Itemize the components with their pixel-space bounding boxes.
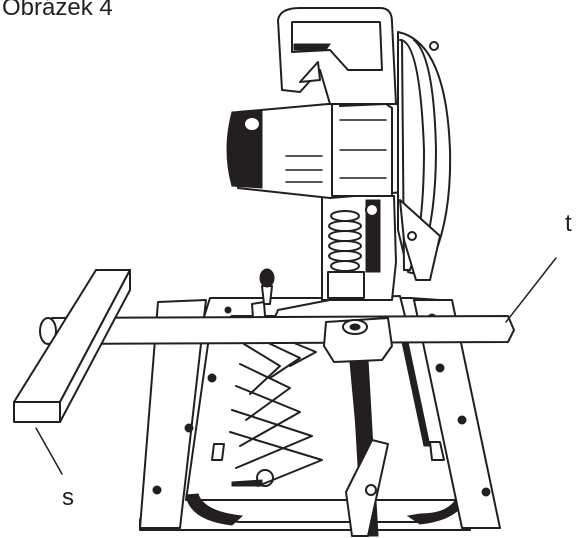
leader-lines [35,257,557,475]
callout-label-s: s [62,484,74,511]
return-spring [328,210,362,272]
callout-label-t: t [565,210,572,237]
figure-title: Obrázek 4 [2,0,113,21]
motor-housing [226,87,405,199]
table-grip-pattern [229,337,323,487]
support-block-s [13,269,131,423]
pivot-arm [321,195,397,301]
blade-guard [397,31,452,281]
workpiece-clamp [323,317,393,537]
lock-knob [259,268,275,305]
base-plate [139,297,501,531]
workpiece-rod-t [39,315,515,345]
saw-handle [277,7,397,105]
